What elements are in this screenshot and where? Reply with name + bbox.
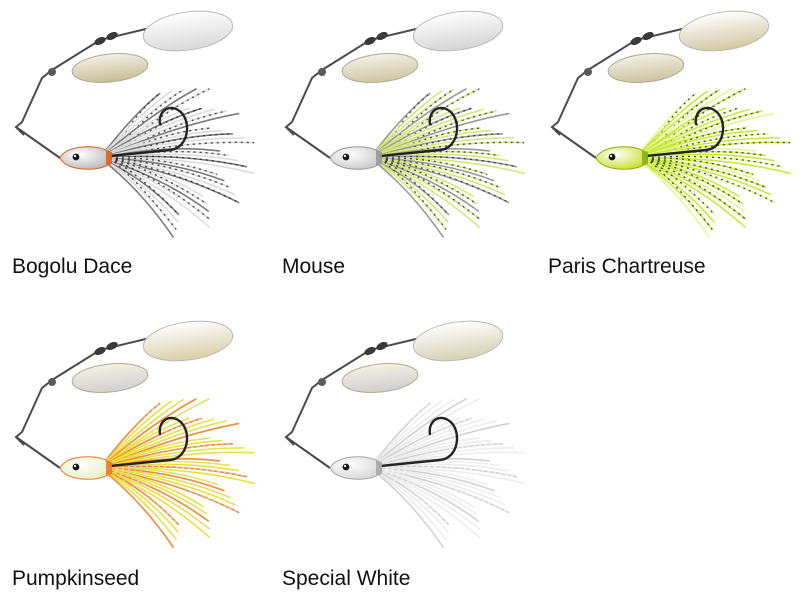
eye <box>342 463 350 471</box>
eye <box>72 153 80 161</box>
eye-highlight <box>73 464 77 468</box>
skirt <box>369 88 525 238</box>
lure-card-paris-chartreuse: Paris Chartreuse <box>536 0 796 290</box>
skirt <box>369 398 525 548</box>
willow-blade-large <box>142 320 234 362</box>
hook <box>88 416 189 470</box>
spinnerbait-image <box>284 320 525 548</box>
lure-name: Mouse <box>282 255 346 278</box>
collar <box>106 460 112 476</box>
eye <box>608 153 616 161</box>
lure-card-pumpkinseed: Pumpkinseed <box>0 310 260 600</box>
bead <box>584 68 592 76</box>
spinnerbait-image <box>550 10 791 238</box>
willow-blade-small <box>341 53 419 83</box>
bead <box>48 378 56 386</box>
skirt <box>635 88 791 238</box>
swivel <box>376 341 388 351</box>
skirt <box>99 398 255 548</box>
swivel <box>364 346 376 356</box>
swivel <box>642 31 654 41</box>
hook <box>358 416 459 470</box>
bead <box>48 68 56 76</box>
wire-bend <box>15 126 25 136</box>
willow-blade-small <box>341 363 419 393</box>
swivel <box>106 31 118 41</box>
wire-bend <box>285 436 295 446</box>
hook <box>88 106 189 160</box>
eye <box>342 153 350 161</box>
collar <box>376 460 382 476</box>
willow-blade-large <box>412 320 504 362</box>
jig-head <box>59 146 111 170</box>
willow-blade-small <box>71 363 149 393</box>
collar <box>106 150 112 166</box>
collar <box>642 150 648 166</box>
jig-head <box>329 146 381 170</box>
eye-highlight <box>343 154 347 158</box>
swivel <box>94 36 106 46</box>
lure-name: Bogolu Dace <box>12 255 133 278</box>
eye <box>72 463 80 471</box>
swivel <box>376 31 388 41</box>
skirt <box>99 88 255 238</box>
jig-head <box>329 456 381 480</box>
wire-bend <box>285 126 295 136</box>
hook <box>358 106 459 160</box>
lure-card-special-white: Special White <box>270 310 530 600</box>
bead <box>318 378 326 386</box>
spinnerbait-image <box>14 320 255 548</box>
lure-card-bogolu-dace: Bogolu Dace <box>0 0 260 290</box>
swivel <box>106 341 118 351</box>
bead <box>318 68 326 76</box>
eye-highlight <box>343 464 347 468</box>
jig-head <box>59 456 111 480</box>
swivel <box>630 36 642 46</box>
willow-blade-large <box>142 10 234 52</box>
spinnerbait-image <box>14 10 255 238</box>
lure-name: Special White <box>282 567 411 590</box>
collar <box>376 150 382 166</box>
jig-head <box>595 146 647 170</box>
willow-blade-large <box>412 10 504 52</box>
wire-bend <box>15 436 25 446</box>
eye-highlight <box>73 154 77 158</box>
swivel <box>364 36 376 46</box>
lure-name: Paris Chartreuse <box>548 255 706 278</box>
lure-card-mouse: Mouse <box>270 0 530 290</box>
spinnerbait-image <box>284 10 525 238</box>
eye-highlight <box>609 154 613 158</box>
swivel <box>94 346 106 356</box>
lure-name: Pumpkinseed <box>12 567 140 590</box>
willow-blade-large <box>678 10 770 52</box>
hook <box>624 106 725 160</box>
wire-bend <box>551 126 561 136</box>
willow-blade-small <box>71 53 149 83</box>
willow-blade-small <box>607 53 685 83</box>
